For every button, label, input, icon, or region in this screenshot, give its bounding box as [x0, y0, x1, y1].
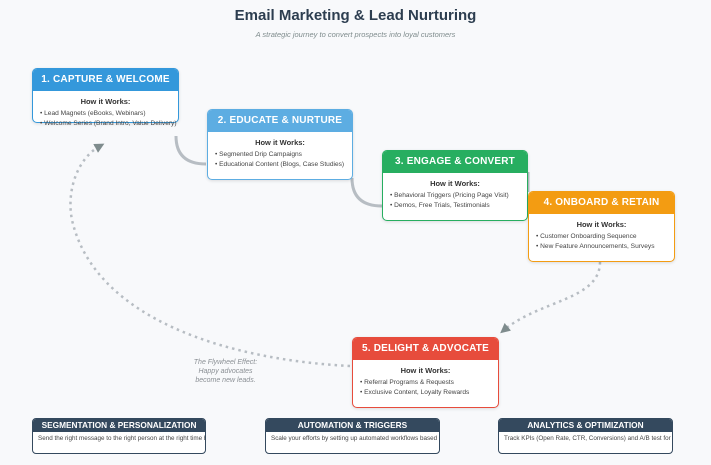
stage-5-heading: 5. DELIGHT & ADVOCATE [353, 338, 498, 360]
pillar-text: Send the right message to the right pers… [38, 435, 205, 442]
stage-onboard-retain: 4. ONBOARD & RETAIN How it Works: Custom… [528, 191, 675, 262]
diagram-title: Email Marketing & Lead Nurturing [234, 7, 477, 24]
flywheel-loop-arrow [69, 143, 351, 368]
stage-5-item: Referral Programs & Requests [360, 378, 491, 388]
stage-4-heading: 4. ONBOARD & RETAIN [529, 192, 674, 214]
stage-3-how-label: How it Works: [430, 179, 480, 188]
pillar-heading: ANALYTICS & OPTIMIZATION [499, 419, 672, 432]
connector-2-3 [350, 177, 383, 208]
pillar-heading: AUTOMATION & TRIGGERS [266, 419, 439, 432]
connector-4-5 [500, 261, 602, 334]
stage-capture-welcome: 1. CAPTURE & WELCOME How it Works: Lead … [32, 68, 179, 127]
stage-3-item: Demos, Free Trials, Testimonials [390, 201, 520, 211]
flywheel-annotation: The Flywheel Effect: Happy advocates bec… [178, 358, 273, 385]
pillar-automation: AUTOMATION & TRIGGERS Scale your efforts… [265, 418, 440, 454]
stage-educate-nurture: 2. EDUCATE & NURTURE How it Works: Segme… [207, 109, 353, 180]
stage-1-how-label: How it Works: [80, 97, 131, 106]
stage-5-item: Exclusive Content, Loyalty Rewards [360, 388, 491, 398]
pillar-text: Track KPIs (Open Rate, CTR, Conversions)… [504, 435, 672, 442]
stage-4-item: New Feature Announcements, Surveys [536, 242, 667, 252]
stage-1-item: Lead Magnets (eBooks, Webinars) [40, 109, 171, 119]
diagram-subtitle: A strategic journey to convert prospects… [255, 30, 456, 39]
stage-5-how-label: How it Works: [400, 366, 451, 375]
pillar-text: Scale your efforts by setting up automat… [271, 435, 439, 442]
stage-2-item: Educational Content (Blogs, Case Studies… [215, 160, 345, 170]
stage-2-how-label: How it Works: [255, 138, 305, 147]
connector-1-2 [174, 135, 207, 166]
pillar-analytics: ANALYTICS & OPTIMIZATION Track KPIs (Ope… [498, 418, 673, 454]
stage-1-item: Welcome Series (Brand Intro, Value Deliv… [40, 119, 176, 129]
stage-3-item: Behavioral Triggers (Pricing Page Visit) [390, 191, 520, 201]
flywheel-line: become new leads. [195, 377, 256, 384]
stage-2-item: Segmented Drip Campaigns [215, 150, 345, 160]
stage-4-item: Customer Onboarding Sequence [536, 232, 667, 242]
flywheel-line: The Flywheel Effect: [193, 359, 258, 366]
stage-3-heading: 3. ENGAGE & CONVERT [383, 151, 527, 173]
stage-delight-advocate: 5. DELIGHT & ADVOCATE How it Works: Refe… [352, 337, 499, 408]
stage-2-heading: 2. EDUCATE & NURTURE [208, 110, 352, 132]
stage-engage-convert: 3. ENGAGE & CONVERT How it Works: Behavi… [382, 150, 528, 221]
pillar-heading: SEGMENTATION & PERSONALIZATION [33, 419, 205, 432]
pillar-segmentation: SEGMENTATION & PERSONALIZATION Send the … [32, 418, 206, 454]
stage-1-heading: 1. CAPTURE & WELCOME [33, 69, 178, 91]
flywheel-line: Happy advocates [198, 368, 253, 375]
stage-4-how-label: How it Works: [576, 220, 627, 229]
